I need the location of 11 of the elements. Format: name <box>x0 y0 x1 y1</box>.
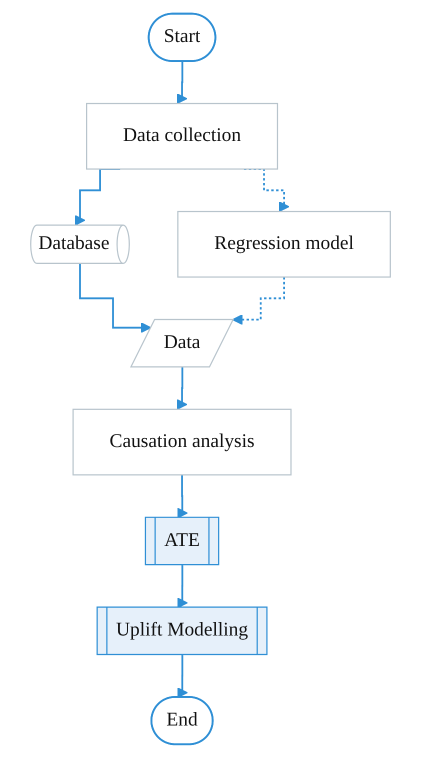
node-box: Causation analysis <box>72 408 292 476</box>
node-text: Database <box>38 233 110 254</box>
node-box: Regression model <box>178 210 392 278</box>
arrow <box>178 564 188 608</box>
arrow <box>178 474 188 518</box>
arrow <box>232 276 286 325</box>
arrow <box>177 366 188 410</box>
arrow <box>178 654 188 698</box>
arrow <box>80 262 152 334</box>
arrow <box>177 60 188 104</box>
node-box: Data collection <box>86 102 279 170</box>
